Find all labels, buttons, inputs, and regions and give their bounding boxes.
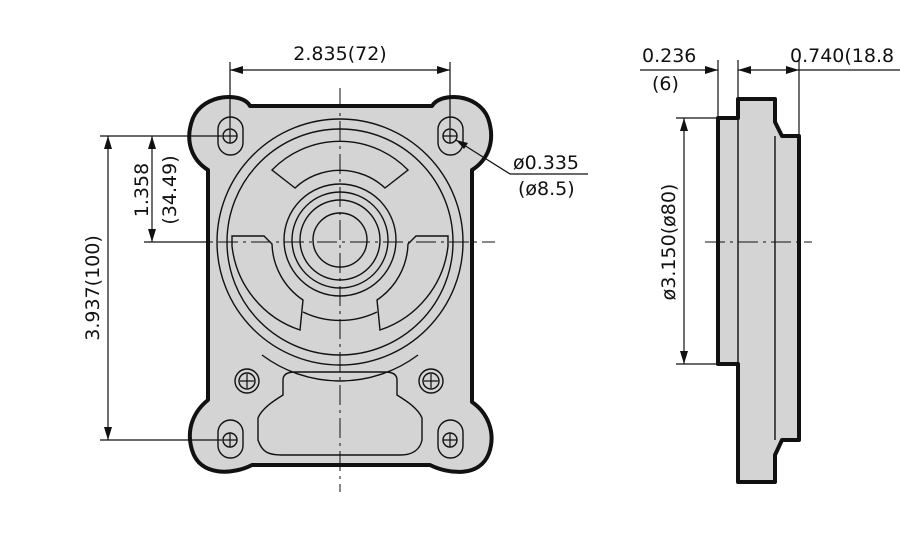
lower-arc-slot-right <box>376 235 449 331</box>
plate-outline <box>187 94 494 474</box>
dim-flange-thickness-mm: (6) <box>652 73 679 95</box>
dim-side-thickness: 0.236 (6) 0.740(18.8 <box>640 45 900 134</box>
mounting-hole-bottom-right <box>437 419 464 459</box>
front-view <box>185 88 495 492</box>
screw-right <box>418 368 444 394</box>
upper-arc-slot <box>270 140 410 189</box>
dim-hole-spacing-width: 2.835(72) <box>229 43 451 128</box>
dim-hole-spacing-height: 3.937(100) <box>82 135 222 441</box>
dim-pilot-diameter-label: ø3.150(ø80) <box>658 184 680 301</box>
dim-hole-diameter: ø0.335 (ø8.5) <box>455 139 588 200</box>
dim-hole-spacing-height-label: 3.937(100) <box>82 235 104 340</box>
dim-pilot-diameter: ø3.150(ø80) <box>658 117 716 365</box>
dim-body-depth: 0.740(18.8 <box>790 45 894 67</box>
screw-left <box>234 368 260 394</box>
dim-center-offset: 1.358 (34.49) <box>131 136 210 243</box>
dim-center-offset-mm: (34.49) <box>159 155 181 224</box>
lower-pocket <box>257 371 423 456</box>
mounting-hole-bottom-left <box>217 419 244 459</box>
dim-center-offset-inch: 1.358 <box>131 163 153 217</box>
dim-flange-thickness-inch: 0.236 <box>642 45 696 67</box>
dim-hole-diameter-mm: (ø8.5) <box>518 178 575 200</box>
dim-hole-diameter-inch: ø0.335 <box>513 152 579 174</box>
side-view <box>705 97 812 484</box>
lower-pocket-arc <box>261 354 419 382</box>
lower-arc-slot <box>231 235 304 331</box>
dim-hole-spacing-width-label: 2.835(72) <box>293 43 386 65</box>
side-profile <box>716 97 801 484</box>
